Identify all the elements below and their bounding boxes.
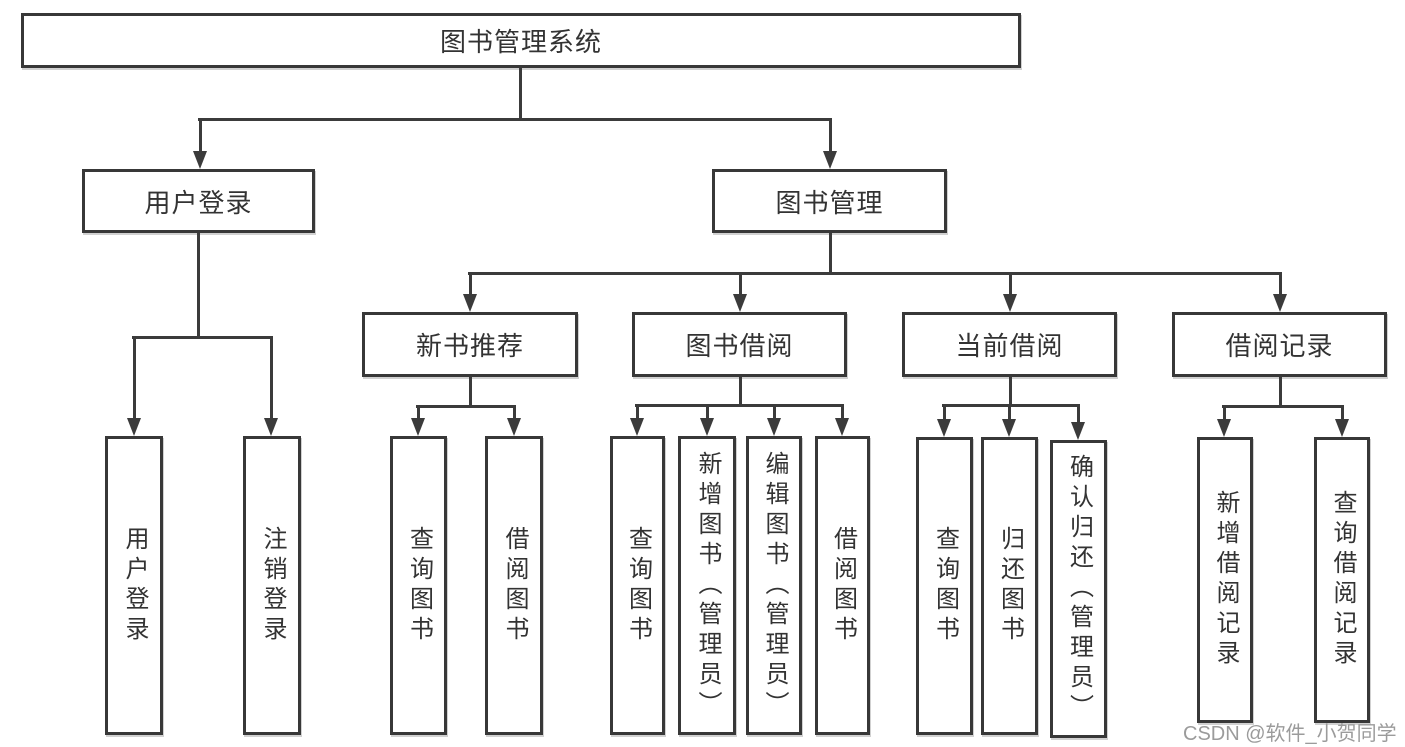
node-new-book-recommend: 新书推荐: [362, 312, 578, 377]
connector-line-horizontal: [942, 404, 1080, 407]
connector-arrowhead-icon: [1071, 422, 1085, 440]
connector-line-vertical: [269, 336, 273, 419]
leaf-user-login: 用户登录: [105, 436, 163, 735]
connector-line-vertical: [416, 405, 420, 420]
leaf-current-return-book: 归还图书: [981, 437, 1038, 735]
leaf-borrow-add-book-admin: 新增图书（管理员）: [678, 436, 736, 735]
node-book-management: 图书管理: [712, 169, 947, 233]
connector-line-vertical: [198, 118, 202, 153]
connector-line-vertical: [635, 404, 639, 420]
connector-arrowhead-icon: [700, 418, 714, 436]
connector-line-horizontal: [416, 405, 516, 408]
connector-arrowhead-icon: [767, 418, 781, 436]
leaf-borrow-query-book: 查询图书: [610, 436, 665, 735]
connector-arrowhead-icon: [463, 294, 477, 312]
leaf-borrow-borrow-book: 借阅图书: [815, 436, 870, 735]
leaf-logout-login: 注销登录: [243, 436, 301, 735]
connector-line-vertical: [828, 118, 832, 153]
node-borrow-records: 借阅记录: [1172, 312, 1387, 377]
connector-line-vertical: [196, 233, 200, 338]
node-current-borrow: 当前借阅: [902, 312, 1117, 377]
connector-line-vertical: [942, 404, 946, 421]
connector-line-vertical: [518, 68, 522, 121]
connector-arrowhead-icon: [835, 418, 849, 436]
connector-arrowhead-icon: [1335, 419, 1349, 437]
node-root-library-system: 图书管理系统: [21, 13, 1021, 68]
connector-arrowhead-icon: [1003, 294, 1017, 312]
connector-line-vertical: [1008, 377, 1012, 406]
leaf-current-query-book: 查询图书: [916, 437, 973, 735]
node-user-login: 用户登录: [82, 169, 315, 233]
connector-line-vertical: [840, 404, 844, 420]
connector-arrowhead-icon: [264, 418, 278, 436]
connector-line-vertical: [705, 404, 709, 420]
connector-line-vertical: [132, 336, 136, 419]
csdn-watermark: CSDN @软件_小贺同学: [1183, 723, 1397, 745]
connector-arrowhead-icon: [507, 418, 521, 436]
connector-line-vertical: [468, 272, 472, 296]
connector-line-vertical: [468, 377, 472, 407]
connector-line-vertical: [1278, 377, 1282, 407]
connector-arrowhead-icon: [1217, 419, 1231, 437]
connector-line-vertical: [738, 377, 742, 406]
leaf-recommend-query-book: 查询图书: [390, 436, 447, 735]
connector-line-vertical: [1008, 272, 1012, 296]
leaf-current-confirm-return-admin: 确认归还（管理员）: [1050, 440, 1107, 738]
leaf-borrow-edit-book-admin: 编辑图书（管理员）: [746, 436, 802, 735]
connector-arrowhead-icon: [1273, 294, 1287, 312]
connector-line-vertical: [1278, 272, 1282, 296]
connector-line-horizontal: [468, 272, 1282, 275]
connector-line-vertical: [1007, 404, 1011, 421]
connector-line-vertical: [738, 272, 742, 296]
leaf-recommend-borrow-book: 借阅图书: [485, 436, 543, 735]
connector-arrowhead-icon: [193, 151, 207, 169]
connector-arrowhead-icon: [823, 151, 837, 169]
connector-line-horizontal: [635, 404, 844, 407]
connector-arrowhead-icon: [733, 294, 747, 312]
connector-arrowhead-icon: [1002, 419, 1016, 437]
connector-line-horizontal: [132, 336, 273, 339]
connector-arrowhead-icon: [630, 418, 644, 436]
connector-arrowhead-icon: [937, 419, 951, 437]
connector-line-vertical: [512, 405, 516, 420]
connector-arrowhead-icon: [127, 418, 141, 436]
connector-line-vertical: [772, 404, 776, 420]
connector-line-vertical: [1340, 405, 1344, 421]
connector-line-vertical: [1222, 405, 1226, 421]
connector-arrowhead-icon: [411, 418, 425, 436]
leaf-records-query-record: 查询借阅记录: [1314, 437, 1370, 723]
connector-line-vertical: [1076, 404, 1080, 423]
node-book-borrow: 图书借阅: [632, 312, 847, 377]
connector-line-horizontal: [1222, 405, 1344, 408]
connector-line-horizontal: [198, 118, 832, 121]
connector-line-vertical: [828, 233, 832, 275]
leaf-records-add-record: 新增借阅记录: [1197, 437, 1253, 723]
